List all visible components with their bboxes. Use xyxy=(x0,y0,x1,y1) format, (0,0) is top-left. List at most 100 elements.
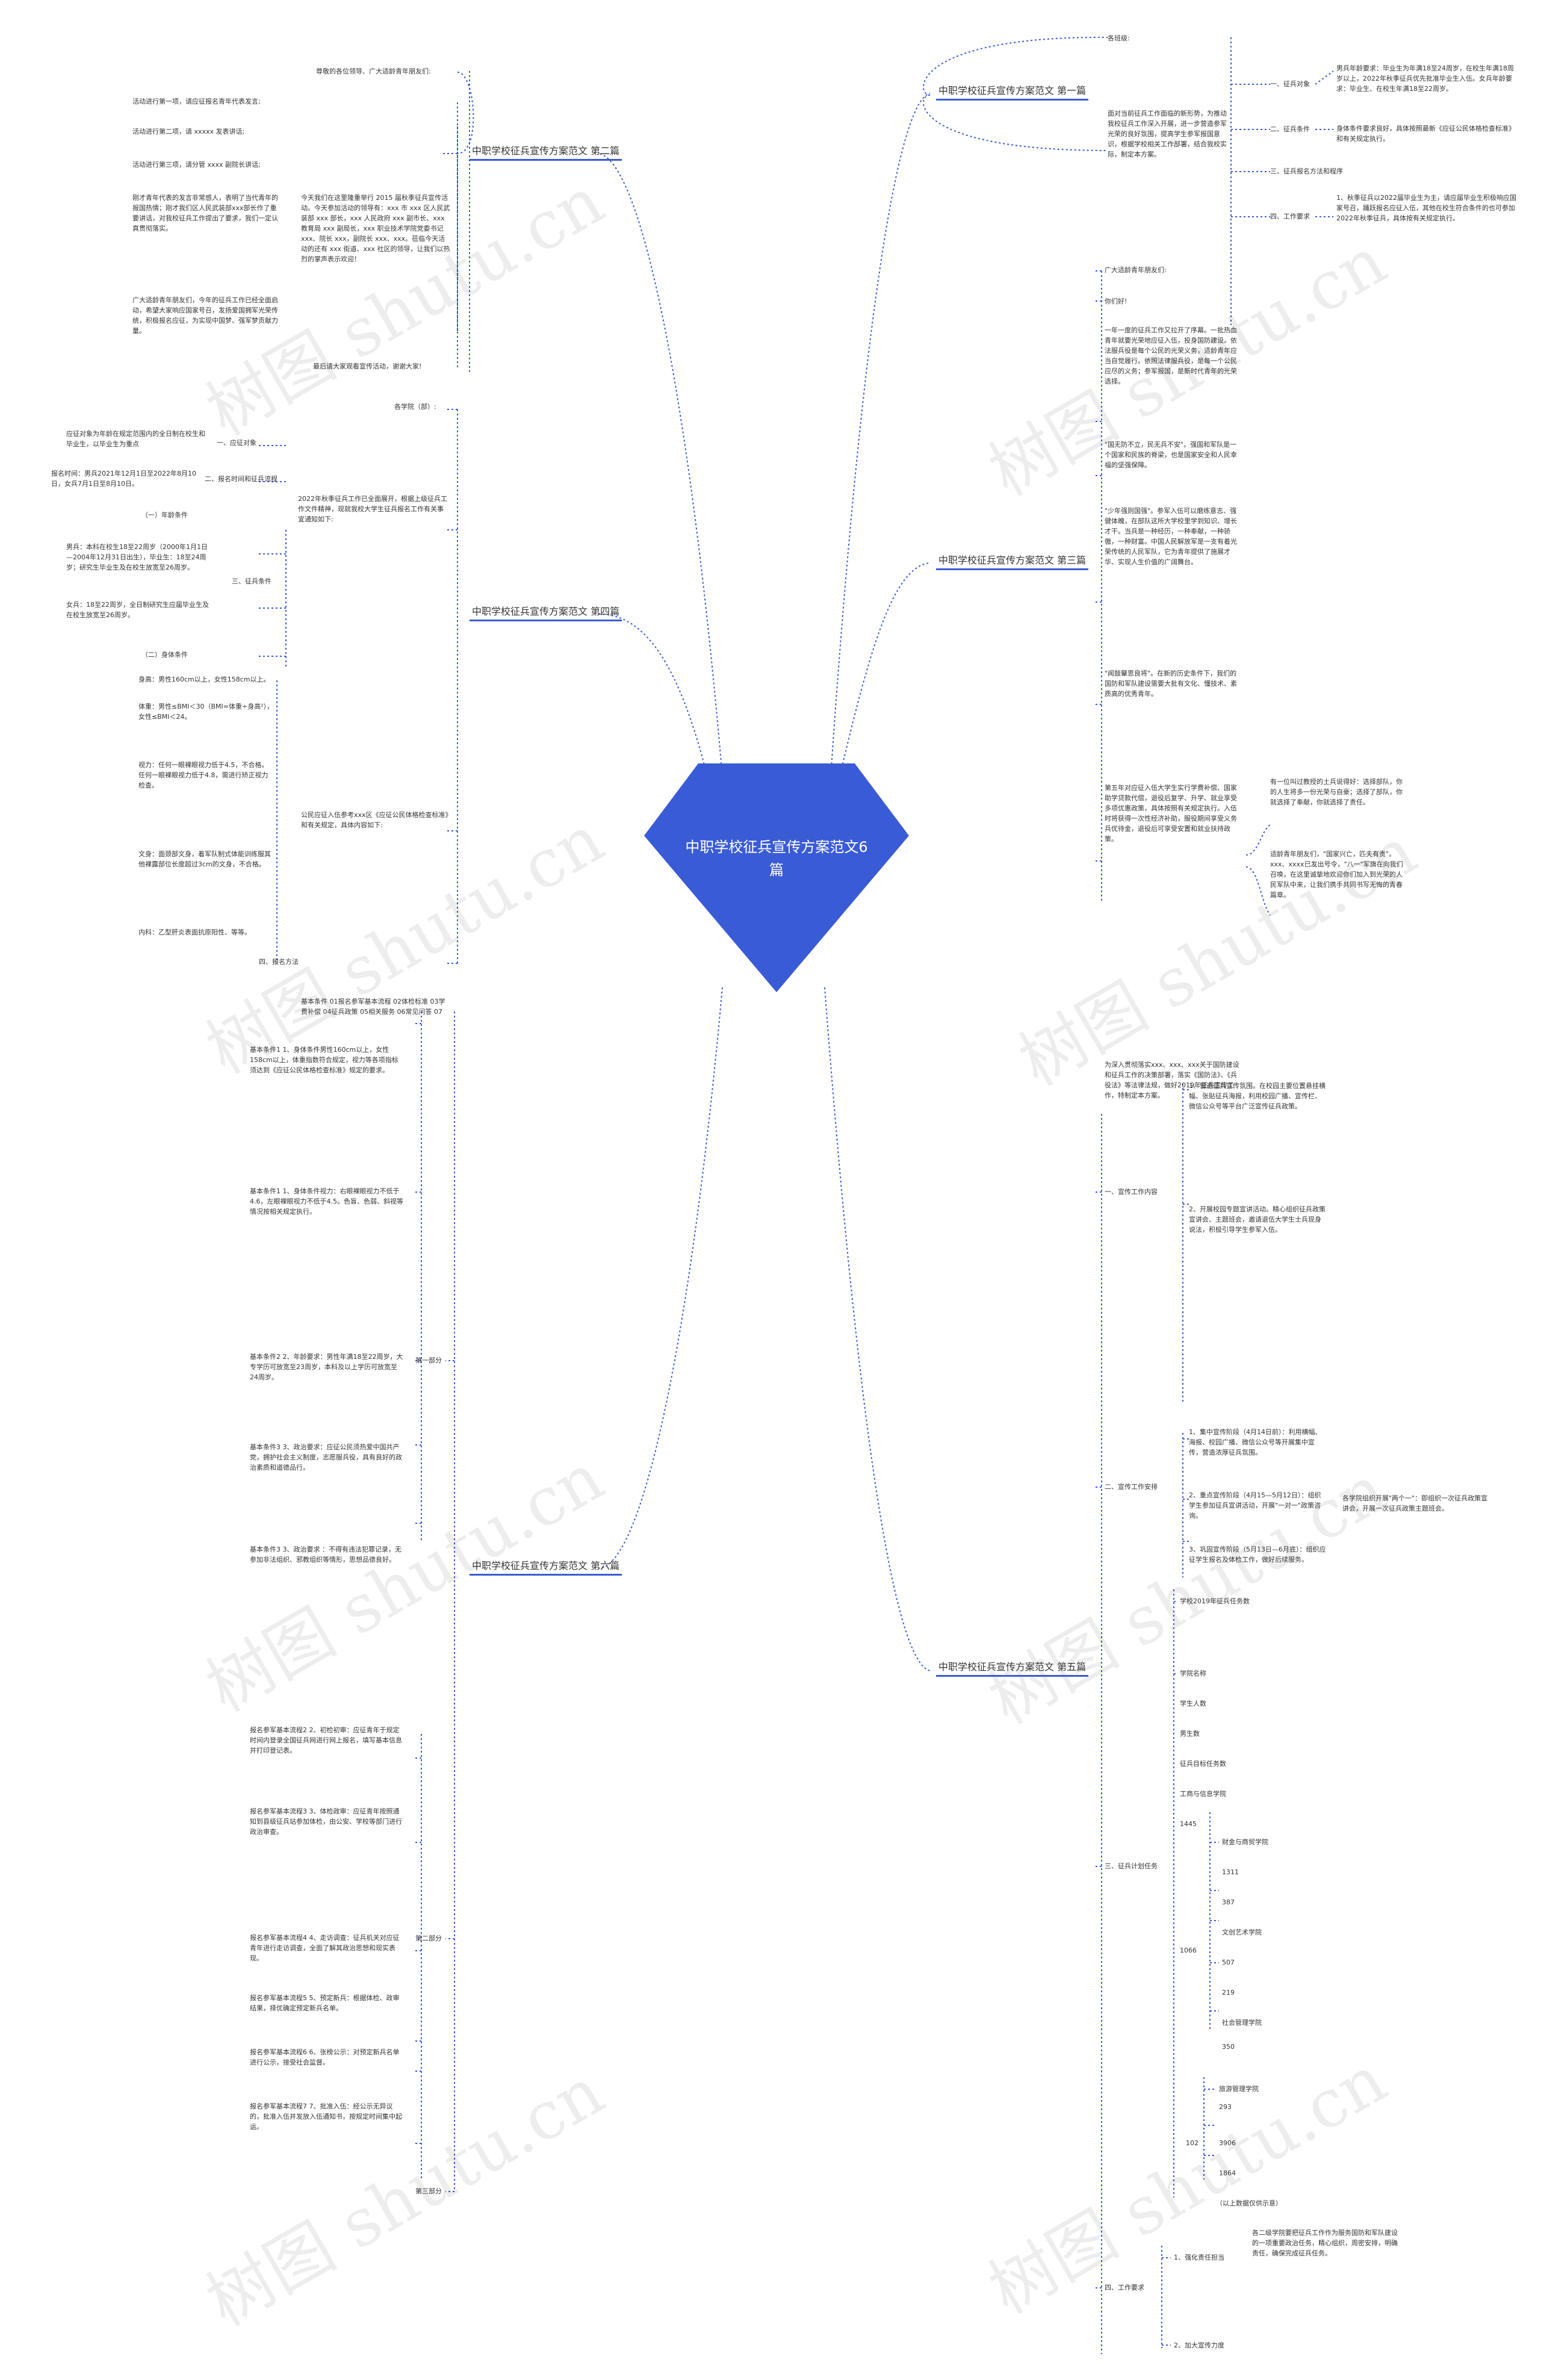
b4-leaf: 应征对象为年龄在规定范围内的全日制在校生和毕业生，以毕业生为重点 xyxy=(66,430,205,448)
b6-group: 第一部分 xyxy=(415,1356,442,1364)
b5-list-item: 财金与商贸学院 xyxy=(1222,1838,1268,1846)
b5-node: 四、工作要求 xyxy=(1105,2284,1144,2291)
b5-list-item: 219 xyxy=(1222,1989,1235,1996)
b2-node: 尊敬的各位领导、广大适龄青年朋友们: xyxy=(316,67,431,75)
b5-list-item: 350 xyxy=(1222,2043,1235,2051)
b3-leaf: 有一位叫过教授的土兵说得好：选择部队，你的人生将多一份光荣与自豪；选择了部队，你… xyxy=(1270,778,1403,806)
b4-leaf: 报名时间：男兵2021年12月1日至2022年8月10日，女兵7月1日至8月10… xyxy=(51,470,196,488)
center-topic[interactable]: 中职学校征兵宣传方案范文6篇 xyxy=(644,763,909,992)
b6-leaf: 报名参军基本流程6 6、张榜公示：对预定新兵名单进行公示，接受社会监督。 xyxy=(250,2048,400,2066)
b5-list-item: 1311 xyxy=(1222,1868,1239,1876)
b5-node: 为深入贯彻落实xxx、xxx、xxx关于国防建设和征兵工作的决策部署，落实《国防… xyxy=(1105,1061,1239,1099)
edge-b5 xyxy=(824,987,931,1671)
edge-b1 xyxy=(830,93,931,777)
branch-2[interactable]: 中职学校征兵宣传方案范文 第二篇 xyxy=(470,144,622,161)
edge-b4 xyxy=(598,614,711,789)
b5-list-item: 3906 xyxy=(1219,2139,1236,2147)
branch-1[interactable]: 中职学校征兵宣传方案范文 第一篇 xyxy=(936,84,1089,101)
b5-leaf: 1、营造征兵宣传氛围。在校园主要位置悬挂横幅、张贴征兵海报，利用校园广播、宣传栏… xyxy=(1189,1082,1326,1110)
b5-list-item: 学校2019年征兵任务数 xyxy=(1180,1597,1250,1605)
b5-list-item: 507 xyxy=(1222,1959,1235,1966)
b5-leaf: 1、集中宣传阶段（4月14日前）：利用横幅、海报、校园广播、微信公众号等开展集中… xyxy=(1189,1428,1322,1456)
b4-node: 四、报名方法 xyxy=(259,958,299,966)
b2-node: 最后请大家观看宣传活动，谢谢大家! xyxy=(313,362,422,370)
b5-list-item: 工商与信息学院 xyxy=(1180,1790,1226,1798)
b6-leaf: 报名参军基本流程7 7、批准入伍：经公示无异议的，批准入伍并发放入伍通知书，按规… xyxy=(250,2102,402,2131)
b3-node: 你们好! xyxy=(1105,297,1127,305)
b1-leaf: 身体条件要求良好，具体按照最新《应征公民体格检查标准》和有关规定执行。 xyxy=(1336,125,1515,143)
b5-leaf: 2、开展校园专题宣讲活动。精心组织征兵政策宣讲会、主题班会，邀请退伍大学生士兵现… xyxy=(1189,1205,1326,1234)
b6-node: 基本条件 01报名参军基本流程 02体检标准 03学费补偿 04征兵政策 05相… xyxy=(301,998,445,1016)
b4-leaf: 文身：面颈部文身，着军队制式体能训练服其他裸露部位长度超过3cm的文身，不合格。 xyxy=(138,850,271,868)
b1-node: 一、征兵对象 xyxy=(1270,80,1310,88)
b3-node: 第五年对应征入伍大学生实行学费补偿、国家助学贷款代偿，退役后复学、升学、就业享受… xyxy=(1105,784,1237,843)
b6-group: 第三部分 xyxy=(415,2187,442,2195)
edge-b3 xyxy=(836,562,931,789)
b1-leaf: 男兵年龄要求：毕业生为年满18至24周岁，在校生年满18周岁以上，2022年秋季… xyxy=(1336,64,1514,93)
b4-node: （一）年龄条件 xyxy=(141,511,188,519)
b4-node: 公民应征入伍参考xxx区《应征公民体格检查标准》和有关规定，具体内容如下: xyxy=(301,811,449,829)
b5-list-item: 征兵目标任务数 xyxy=(1180,1760,1226,1768)
b6-leaf: 基本条件1 1、身体条件男性160cm以上，女性158cm以上，体重指数符合规定… xyxy=(250,1046,398,1074)
b6-leaf: 报名参军基本流程3 3、体检政审：应征青年按照通知到县级征兵站参加体检，由公安、… xyxy=(250,1807,402,1836)
b6-leaf: 基本条件2 2、年龄要求：男性年满18至22周岁，大专学历可放宽至23周岁，本科… xyxy=(250,1353,403,1381)
b6-leaf: 报名参军基本流程2 2、初检初审：应征青年于规定时间内登录全国征兵网进行网上报名… xyxy=(250,1726,402,1754)
b5-node: 一、宣传工作内容 xyxy=(1105,1188,1158,1196)
b4-node: 三、征兵条件 xyxy=(232,577,271,585)
b4-leaf: 女兵：18至22周岁，全日制研究生应届毕业生及在校生放宽至26周岁。 xyxy=(66,601,209,619)
b6-leaf: 报名参军基本流程5 5、预定新兵：根据体检、政审结果，择优确定预定新兵名单。 xyxy=(250,1994,400,2012)
b4-leaf: 体重：男性≤BMI＜30（BMI=体重÷身高²），女性≤BMI＜24。 xyxy=(138,703,274,721)
branch-6[interactable]: 中职学校征兵宣传方案范文 第六篇 xyxy=(470,1559,622,1576)
b3-node: 一年一度的征兵工作又拉开了序幕。一批热血青年就要光荣地应征入伍，投身国防建设。依… xyxy=(1105,326,1237,385)
branch-5[interactable]: 中职学校征兵宣传方案范文 第五篇 xyxy=(936,1661,1089,1677)
b5-list-item: 学院名称 xyxy=(1180,1670,1206,1677)
b3-node: "国无防不立，民无兵不安"。强国和军队是一个国家和民族的脊梁，也是国家安全和人民… xyxy=(1105,441,1237,469)
connector-lines xyxy=(259,36,1334,2354)
b4-node: 2022年秋季征兵工作已全面展开，根据上级征兵工作文件精神，现就我校大学生征兵报… xyxy=(298,495,447,523)
b5-list-item: 1445 xyxy=(1180,1820,1197,1828)
b1-node: 各班级: xyxy=(1108,34,1130,42)
b5-list-item: 1864 xyxy=(1219,2169,1236,2177)
b5-leaf: 3、巩固宣传阶段（5月13日—6月底）：组织应征学生报名及体检工作，做好后续服务… xyxy=(1189,1546,1326,1564)
b1-node: 面对当前征兵工作面临的新形势，为推动我校征兵工作深入开展，进一步营造参军光荣的良… xyxy=(1108,110,1227,158)
branch-4[interactable]: 中职学校征兵宣传方案范文 第四篇 xyxy=(470,605,622,621)
b4-node: （二）身体条件 xyxy=(141,651,188,659)
center-title: 中职学校征兵宣传方案范文6篇 xyxy=(685,839,868,878)
center-hexagon-shape xyxy=(644,763,909,992)
b2-node: 活动进行第三项，请分管 xxxx 副院长讲话; xyxy=(132,161,261,169)
b2-node: 活动进行第一项，请应征报名青年代表发言; xyxy=(132,98,261,105)
b5-list-item: 社会管理学院 xyxy=(1222,2019,1262,2027)
b6-leaf: 基本条件3 3、政治要求：应征公民须热爱中国共产党，拥护社会主义制度，志愿服兵役… xyxy=(250,1443,402,1471)
b6-group: 第二部分 xyxy=(415,1934,442,1942)
b5-node: 1、强化责任担当 xyxy=(1174,2254,1224,2261)
edge-b2 xyxy=(598,153,723,777)
b4-leaf: 身高：男性160cm以上，女性158cm以上。 xyxy=(138,676,270,683)
b4-node: 二、报名时间和征兵流程 xyxy=(205,475,278,483)
b4-leaf: 男兵：本科在校生18至22周岁（2000年1月1日—2004年12月31日出生）… xyxy=(66,543,208,571)
b5-list-item: （以上数据仅供示意） xyxy=(1216,2199,1282,2207)
b5-list-item: 1066 xyxy=(1180,1947,1197,1954)
b5-list-item: 旅游管理学院 xyxy=(1219,2085,1259,2093)
b6-leaf: 基本条件3 3、政治要求 ：不得有违法犯罪记录，无参加非法组织、邪教组织等情形，… xyxy=(250,1546,402,1564)
b3-leaf: 适龄青年朋友们，"国家兴亡，匹夫有责"。xxx、xxxx已发出号令，"八一"军旗… xyxy=(1270,850,1403,899)
b3-node: "少年强则国强"。参军入伍可以磨练意志、强健体魄，在部队这所大学校里学到知识、增… xyxy=(1105,507,1237,566)
b5-list-item: 387 xyxy=(1222,1898,1235,1906)
branch-3[interactable]: 中职学校征兵宣传方案范文 第三篇 xyxy=(936,554,1089,570)
b2-node: 活动进行第二项，请 xxxxx 发表讲话; xyxy=(132,128,245,135)
b1-node: 四、工作要求 xyxy=(1270,213,1310,220)
b5-list-item: 102 xyxy=(1186,2139,1198,2147)
b3-node: "闻鼓鼙思良将"。在新的历史条件下，我们的国防和军队建设需要大批有文化、懂技术、… xyxy=(1105,670,1237,698)
b5-list-item: 男生数 xyxy=(1180,1730,1200,1738)
b5-list-item: 文创艺术学院 xyxy=(1222,1928,1262,1936)
b4-leaf: 视力：任何一眼裸眼视力低于4.5，不合格。任何一眼裸眼视力低于4.8，需进行矫正… xyxy=(138,761,268,789)
b2-node: 刚才青年代表的发言非常感人，表明了当代青年的报国热情；刚才我们区人民武装部xxx… xyxy=(132,194,278,232)
edge-b6 xyxy=(598,987,723,1569)
b1-node: 二、征兵条件 xyxy=(1270,125,1310,133)
b5-leaf: 各二级学院要把征兵工作作为服务国防和军队建设的一项重要政治任务，精心组织，周密安… xyxy=(1252,2229,1398,2257)
b5-node: 二、宣传工作安排 xyxy=(1105,1483,1158,1491)
b5-leaf: 2、重点宣传阶段（4月15—5月12日）：组织学生参加征兵宣讲活动，开展"一对一… xyxy=(1189,1491,1321,1520)
b2-node: 今天我们在这里隆重举行 2015 届秋季征兵宣传活动。今天参加活动的领导有：xx… xyxy=(301,194,450,263)
b4-node: 各学院（部）: xyxy=(394,403,436,411)
b3-node: 广大适龄青年朋友们: xyxy=(1105,266,1167,274)
